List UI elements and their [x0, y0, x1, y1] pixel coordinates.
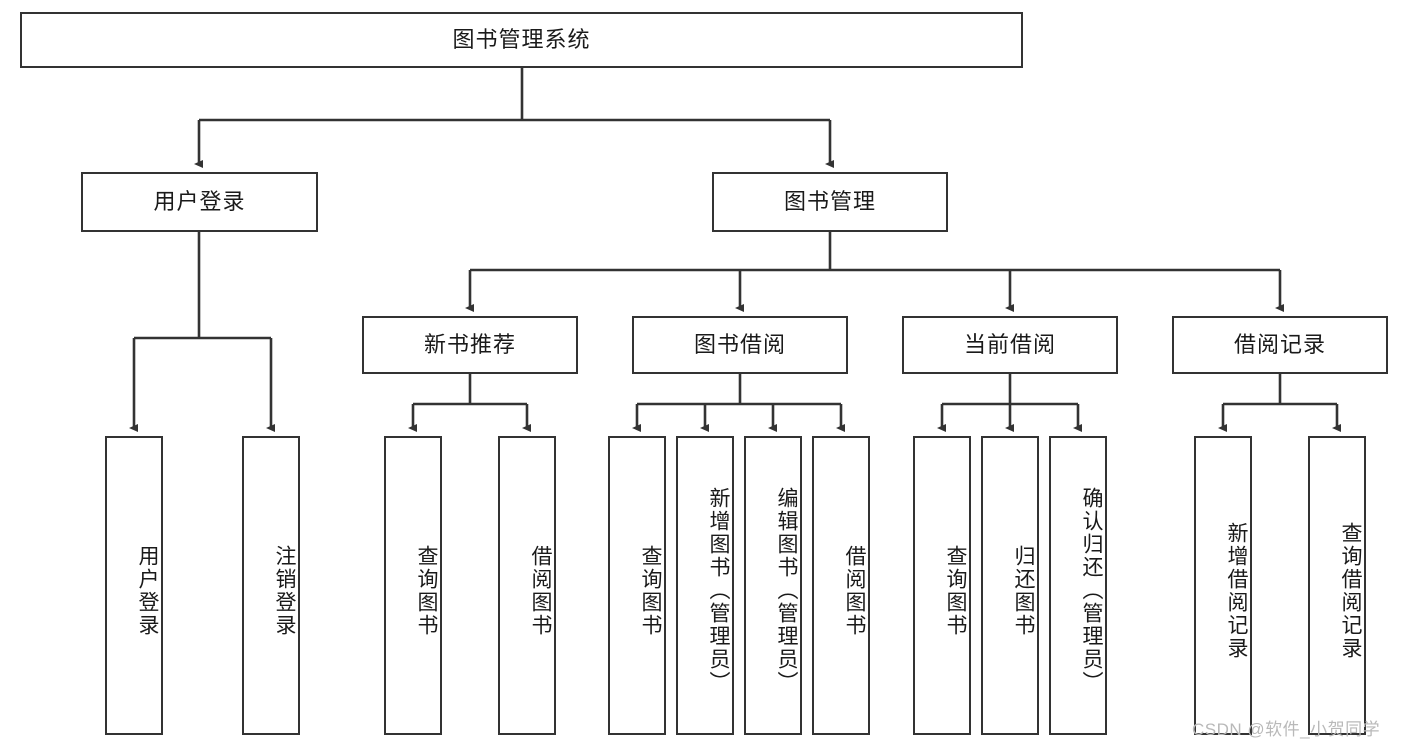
- leaf-add-book[interactable]: 新增图书（管理员）: [676, 436, 734, 735]
- leaf-query-book-2[interactable]: 查询图书: [608, 436, 666, 735]
- node-current-borrow-label: 当前借阅: [963, 331, 1056, 357]
- leaf-edit-book-label: 编辑图书（管理员）: [775, 487, 798, 694]
- leaf-edit-book[interactable]: 编辑图书（管理员）: [744, 436, 802, 735]
- leaf-logout-label: 注销登录: [273, 544, 296, 637]
- leaf-add-record[interactable]: 新增借阅记录: [1194, 436, 1252, 735]
- leaf-query-record[interactable]: 查询借阅记录: [1308, 436, 1366, 735]
- leaf-borrow-book-2[interactable]: 借阅图书: [812, 436, 870, 735]
- node-new-book-recommend[interactable]: 新书推荐: [362, 316, 578, 374]
- leaf-query-book-1-label: 查询图书: [415, 544, 438, 637]
- node-book-borrow-label: 图书借阅: [693, 331, 786, 357]
- leaf-return-book[interactable]: 归还图书: [981, 436, 1039, 735]
- leaf-borrow-book-1-label: 借阅图书: [529, 544, 552, 637]
- node-new-book-recommend-label: 新书推荐: [423, 331, 516, 357]
- node-user-login-label: 用户登录: [153, 188, 246, 214]
- node-user-login[interactable]: 用户登录: [81, 172, 318, 232]
- leaf-add-book-label: 新增图书（管理员）: [707, 487, 730, 694]
- leaf-user-login-label: 用户登录: [136, 544, 159, 637]
- node-root-label: 图书管理系统: [452, 26, 591, 52]
- node-current-borrow[interactable]: 当前借阅: [902, 316, 1118, 374]
- node-root[interactable]: 图书管理系统: [20, 12, 1023, 68]
- leaf-query-book-3-label: 查询图书: [944, 544, 967, 637]
- node-book-borrow[interactable]: 图书借阅: [632, 316, 848, 374]
- leaf-query-book-3[interactable]: 查询图书: [913, 436, 971, 735]
- csdn-watermark: CSDN @软件_小贺同学: [1192, 720, 1381, 739]
- leaf-query-record-label: 查询借阅记录: [1339, 521, 1362, 660]
- leaf-query-book-2-label: 查询图书: [639, 544, 662, 637]
- leaf-query-book-1[interactable]: 查询图书: [384, 436, 442, 735]
- node-book-manage-label: 图书管理: [783, 188, 876, 214]
- node-borrow-record-label: 借阅记录: [1233, 331, 1326, 357]
- node-borrow-record[interactable]: 借阅记录: [1172, 316, 1388, 374]
- leaf-logout[interactable]: 注销登录: [242, 436, 300, 735]
- leaf-return-book-label: 归还图书: [1012, 544, 1035, 637]
- leaf-borrow-book-1[interactable]: 借阅图书: [498, 436, 556, 735]
- node-book-manage[interactable]: 图书管理: [712, 172, 948, 232]
- leaf-add-record-label: 新增借阅记录: [1225, 521, 1248, 660]
- leaf-user-login[interactable]: 用户登录: [105, 436, 163, 735]
- leaf-confirm-return[interactable]: 确认归还（管理员）: [1049, 436, 1107, 735]
- leaf-confirm-return-label: 确认归还（管理员）: [1080, 487, 1103, 694]
- leaf-borrow-book-2-label: 借阅图书: [843, 544, 866, 637]
